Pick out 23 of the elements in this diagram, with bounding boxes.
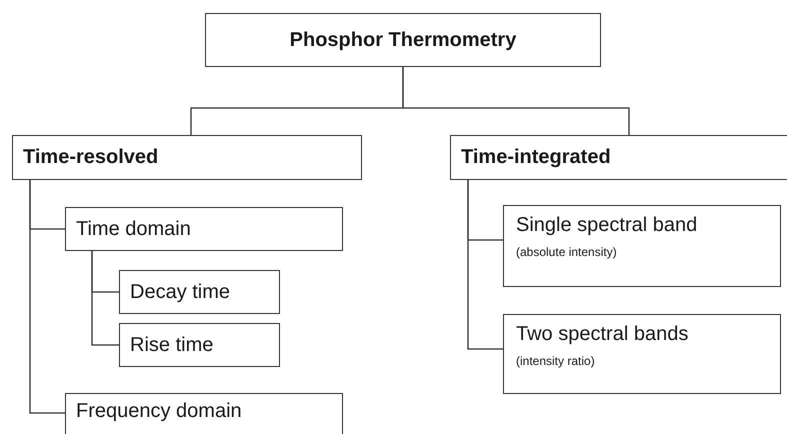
- connector-line: [91, 251, 119, 346]
- node-title: Two spectral bands: [516, 323, 688, 346]
- connector-line: [402, 67, 630, 135]
- node-title: Rise time: [130, 334, 214, 356]
- category-box: [119, 323, 280, 367]
- node-title: Decay time: [130, 280, 230, 304]
- node-note: (absolute intensity): [516, 245, 617, 259]
- category-box: [503, 314, 781, 394]
- node-title: Time domain: [76, 218, 191, 240]
- node-title: Time-resolved: [23, 146, 158, 169]
- node-title: Single spectral band: [516, 214, 698, 237]
- category-box: [12, 135, 362, 180]
- node-title: Frequency domain: [76, 400, 242, 423]
- node-title: Phosphor Thermometry: [290, 28, 516, 52]
- category-box: [119, 270, 280, 314]
- connector-line: [467, 180, 503, 350]
- root-box: [205, 13, 601, 67]
- category-box: [503, 205, 781, 287]
- category-box: [65, 207, 343, 251]
- category-box: [450, 135, 787, 180]
- connector-line: [29, 180, 65, 414]
- node-title: Time-integrated: [461, 146, 611, 169]
- node-note: (intensity ratio): [516, 354, 595, 368]
